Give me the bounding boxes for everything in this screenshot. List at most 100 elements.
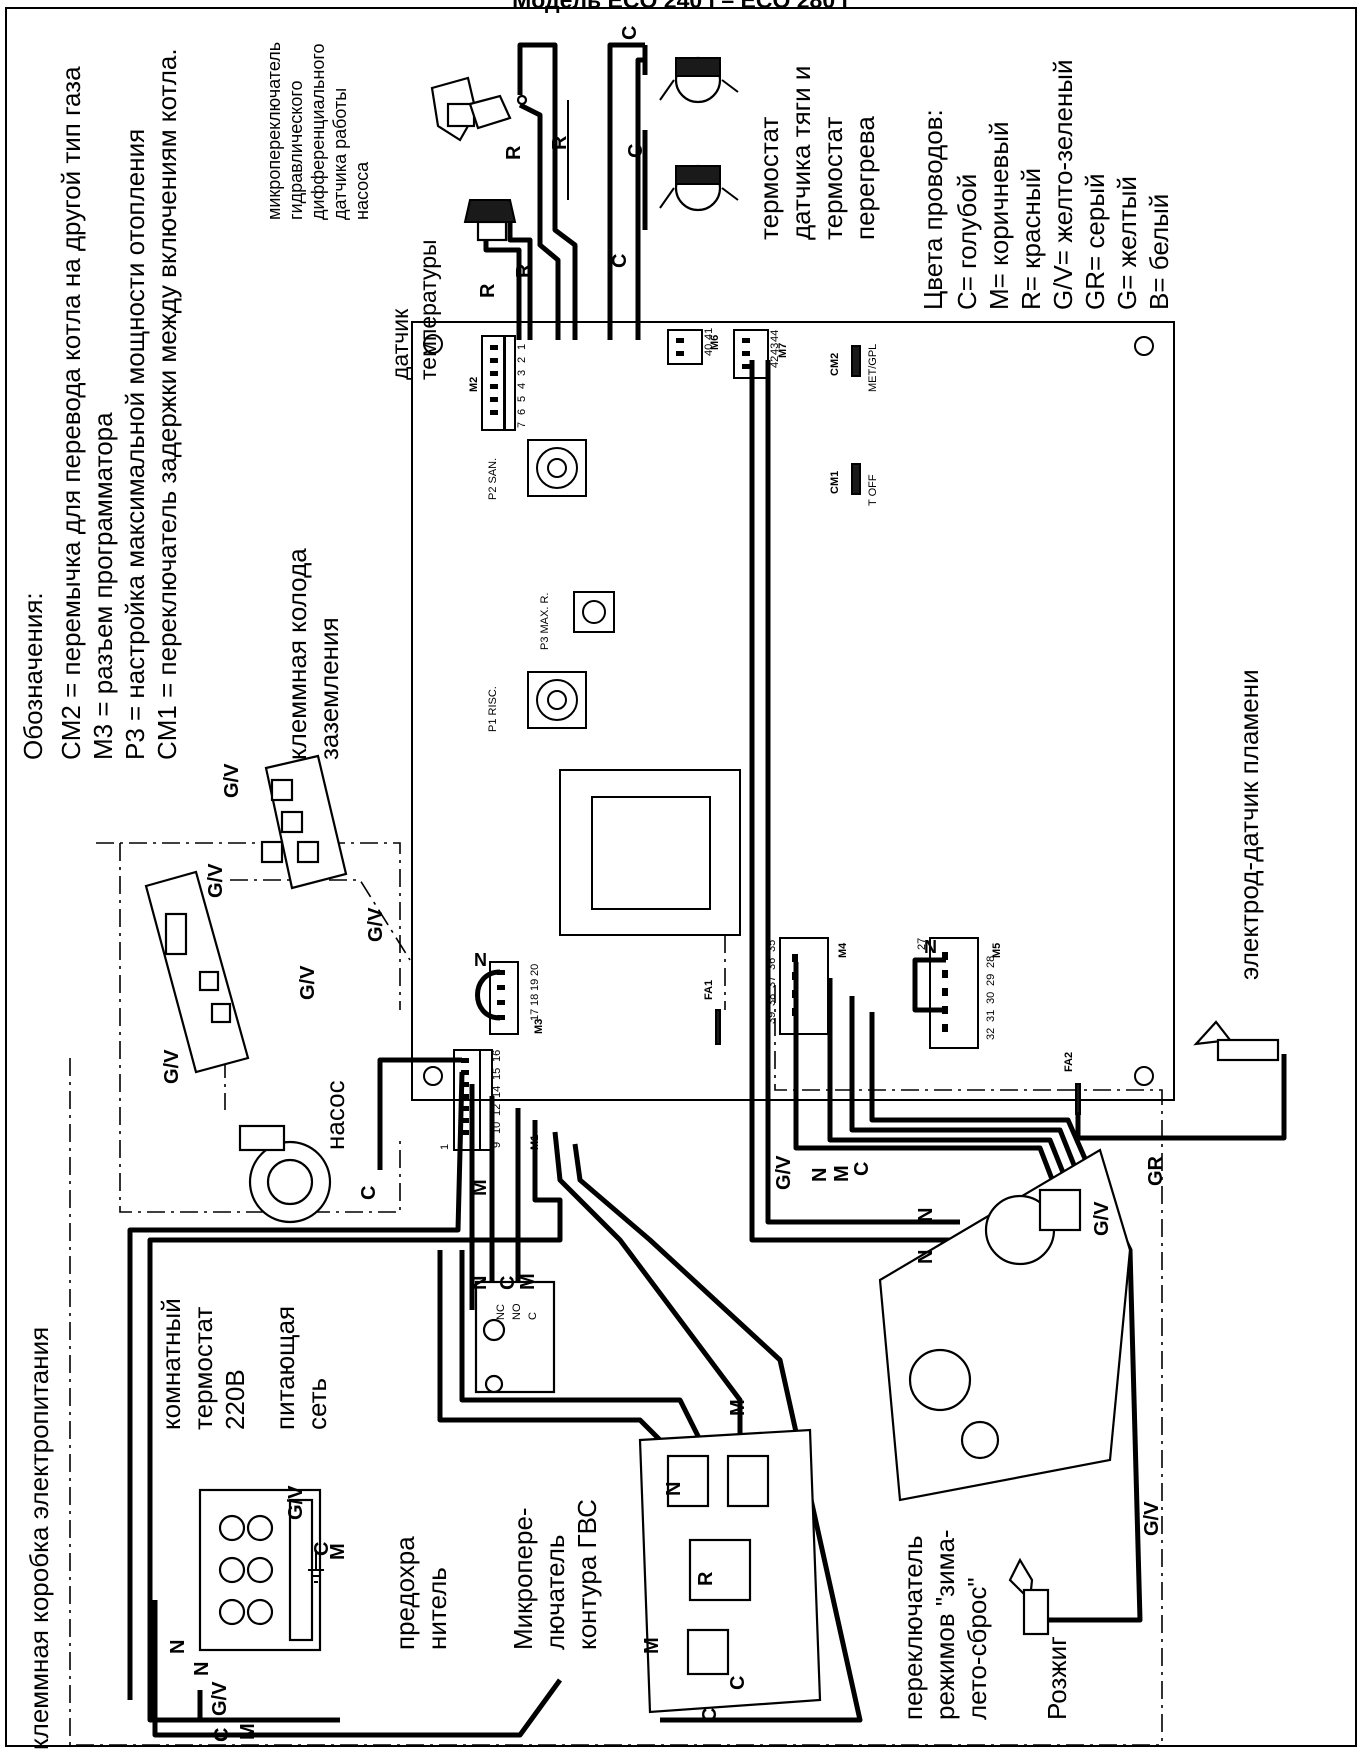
legend-item: CM1 = переключатель задержки между включ… (152, 48, 182, 760)
wire-thermo-1 (607, 42, 645, 340)
wire-color-item: C= голубой (952, 174, 982, 310)
pin-label: 19 (529, 979, 541, 991)
wire-mark: N (915, 1208, 937, 1222)
flame-electrode-label: электрод-датчик пламени (1234, 669, 1264, 980)
wire-mark: C (211, 1728, 233, 1742)
label-line: лето-сброс" (962, 1577, 992, 1720)
label-line: лючатель (540, 1535, 570, 1650)
wire-mark: G/V (285, 1485, 307, 1520)
wire-mark: G/V (161, 1049, 183, 1084)
pin-label: 4 (516, 383, 528, 389)
wire-m1-pump (377, 1057, 462, 1170)
label-line: клеммная колода (282, 548, 312, 760)
pin-label: 28 (985, 956, 997, 968)
power-box-enclosure (69, 1058, 1162, 1746)
pin-label: 14 (491, 1086, 503, 1098)
fuse-fa1: FA1 (703, 980, 721, 1045)
pot-p3: P3 MAX. R. (539, 591, 615, 650)
wire-mark: M (641, 1637, 663, 1654)
wire-mark: G/V (221, 763, 243, 798)
connector-label: M6 (709, 335, 721, 350)
label-line: перегрева (850, 116, 880, 240)
label-line: датчика тяги и (786, 66, 816, 240)
sheet-border (5, 7, 1357, 1747)
fuse-fa2: FA2 (1063, 1052, 1081, 1115)
wire-color-item: G/V= желто-зеленый (1048, 59, 1078, 310)
wire-mark: R (549, 135, 571, 150)
label-line: насоса (352, 161, 372, 220)
legend-item: CM2 = перемычка для перевода котла на др… (56, 66, 86, 760)
mode-switch-label: переключатель режимов "зима- лето-сброс" (898, 1529, 992, 1720)
room-thermostat-label: комнатный термостат 220В (156, 1298, 250, 1430)
wire-mark: M (237, 1723, 259, 1740)
wire-mark: M (831, 1165, 853, 1182)
wire-m4-valve-4 (869, 1012, 1093, 1172)
wire-power-mode (459, 1250, 703, 1442)
wire-mark: GR (1145, 1155, 1167, 1186)
pot-p1: P1 RISC. (487, 671, 587, 732)
wire-mark: G/V (297, 965, 319, 1000)
mount-hole (423, 334, 443, 354)
wire-mark: R (477, 283, 499, 298)
overheat-thermostat (659, 164, 739, 212)
wire-mark: N (474, 950, 487, 970)
wire-mark: C (497, 1276, 519, 1290)
temp-sensor-label: датчик температуры (387, 239, 441, 380)
wire-mark: C (609, 254, 631, 268)
pin-label: 43 (769, 343, 781, 355)
jumper-mark: MET/GPL (867, 344, 879, 392)
connector-label: M4 (837, 942, 849, 958)
wire-mark: G/V (773, 1155, 795, 1190)
label-line: режимов "зима- (930, 1529, 960, 1720)
label-line: гидравлического (286, 80, 306, 220)
pin-label: 27 (916, 938, 928, 950)
label-line: дифференциального (308, 43, 328, 220)
power-terminal-box (198, 1488, 322, 1652)
wire-mark: R (503, 145, 525, 160)
label-line: предохра (390, 1536, 420, 1650)
connector-m3: M3 20 19 18 17 N (474, 950, 545, 1035)
pin-label: 6 (516, 409, 528, 415)
temperature-sensor (463, 199, 517, 242)
wire-color-item: B= белый (1144, 194, 1174, 310)
display-frame (559, 769, 741, 936)
wire-color-item: GR= серый (1080, 173, 1110, 310)
wire-color-item: R= красный (1016, 168, 1046, 310)
jumper-label: CM1 (829, 471, 841, 494)
connector-m6: M6 41 40 (667, 328, 721, 365)
connector-label: M2 (468, 377, 480, 392)
wire-mark: M (327, 1543, 349, 1560)
wire-m4-valve-2 (827, 978, 1073, 1191)
legend-item: M3 = разъем программатора (88, 412, 118, 760)
label-line: контура ГВС (572, 1499, 602, 1650)
connector-m4: M4 35 36 37 38 39 (766, 937, 849, 1035)
pin-label: 42 (769, 356, 781, 368)
pin-label: NC (495, 1304, 507, 1320)
wire-mark: G/V (1141, 1501, 1163, 1536)
wire-mark: R (513, 263, 535, 278)
wire-power-mode-2 (437, 1250, 662, 1442)
ground-enclosure (96, 842, 401, 1010)
dhw-switch-label: Микропере- лючатель контура ГВС (508, 1499, 602, 1650)
label-line: питающая (270, 1306, 300, 1430)
label-line: переключатель (898, 1535, 928, 1720)
wire-m4-valve-3 (849, 996, 1083, 1181)
jumper-cm2: CM2 MET/GPL (829, 344, 879, 392)
wire-m7-valve-1 (749, 360, 960, 1243)
m3-bridge (475, 969, 501, 1021)
label-line: комнатный (156, 1298, 186, 1430)
pin-label: 7 (516, 422, 528, 428)
connector-label: M7 (777, 343, 789, 358)
gas-valve-enclosure (1060, 1089, 1163, 1745)
wire-fa2-electrode (1075, 1054, 1287, 1141)
pump-enclosure (119, 843, 401, 1213)
wire-power-room (197, 1690, 340, 1723)
pin-label: 20 (529, 964, 541, 976)
label-line: термостат (188, 1307, 218, 1430)
control-board: M2 1 2 3 4 5 6 7 M6 41 40 M7 44 43 42 (411, 321, 1175, 1151)
wire-mark: G/V (209, 1681, 231, 1716)
m5-bridge (912, 957, 946, 1013)
label-line: заземления (314, 617, 344, 760)
pot-label: P3 MAX. R. (539, 593, 551, 650)
pin-label: 3 (516, 370, 528, 376)
